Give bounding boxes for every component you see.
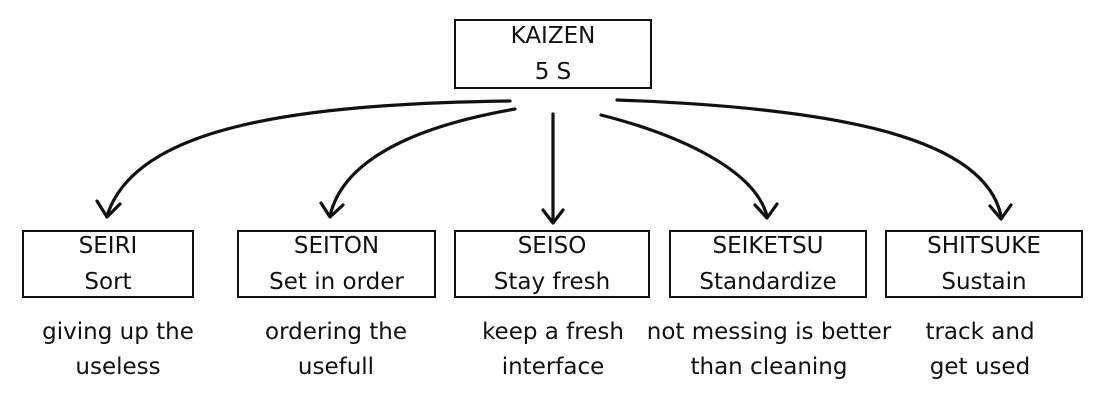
shitsuke-desc-line2: get used bbox=[929, 354, 1031, 380]
seiri-meaning: Sort bbox=[84, 269, 132, 295]
seiketsu-box: SEIKETSU Standardize bbox=[669, 230, 867, 298]
seiri-desc-line2: useless bbox=[75, 354, 161, 380]
shitsuke-name: SHITSUKE bbox=[927, 233, 1041, 259]
seiso-meaning: Stay fresh bbox=[493, 269, 611, 295]
seiso-name: SEISO bbox=[517, 233, 587, 259]
seiso-box: SEISO Stay fresh bbox=[454, 230, 650, 298]
root-subtitle: 5 S bbox=[534, 59, 572, 85]
seiri-desc-line1: giving up the bbox=[42, 319, 194, 345]
shitsuke-box: SHITSUKE Sustain bbox=[885, 230, 1083, 298]
seiri-description: giving up the useless bbox=[20, 315, 216, 385]
seiton-name: SEITON bbox=[293, 233, 380, 259]
seiketsu-meaning: Standardize bbox=[699, 269, 837, 295]
arrow-to-seiri bbox=[95, 99, 512, 219]
seiso-desc-line1: keep a fresh bbox=[482, 319, 624, 345]
seiton-desc-line2: usefull bbox=[297, 354, 375, 380]
seiton-desc-line1: ordering the bbox=[265, 319, 407, 345]
seiketsu-desc-line2: than cleaning bbox=[690, 354, 848, 380]
seiri-box: SEIRI Sort bbox=[22, 230, 194, 298]
seiketsu-description: not messing is better than cleaning bbox=[636, 315, 902, 385]
seiton-box: SEITON Set in order bbox=[237, 230, 436, 298]
seiton-description: ordering the usefull bbox=[236, 315, 436, 385]
shitsuke-description: track and get used bbox=[910, 315, 1050, 385]
seiton-meaning: Set in order bbox=[269, 269, 404, 295]
seiso-desc-line2: interface bbox=[501, 354, 605, 380]
arrow-to-seiton bbox=[319, 107, 517, 219]
seiketsu-desc-line1: not messing is better bbox=[646, 319, 892, 345]
arrow-to-seiso bbox=[541, 112, 565, 225]
kaizen-root-box: KAIZEN 5 S bbox=[454, 19, 652, 89]
seiri-name: SEIRI bbox=[78, 233, 138, 259]
root-title: KAIZEN bbox=[510, 23, 596, 49]
shitsuke-meaning: Sustain bbox=[941, 269, 1027, 295]
seiso-description: keep a fresh interface bbox=[470, 315, 636, 385]
seiketsu-name: SEIKETSU bbox=[712, 233, 824, 259]
shitsuke-desc-line1: track and bbox=[925, 319, 1035, 345]
arrow-to-seiketsu bbox=[599, 113, 779, 220]
arrow-to-shitsuke bbox=[615, 98, 1013, 221]
